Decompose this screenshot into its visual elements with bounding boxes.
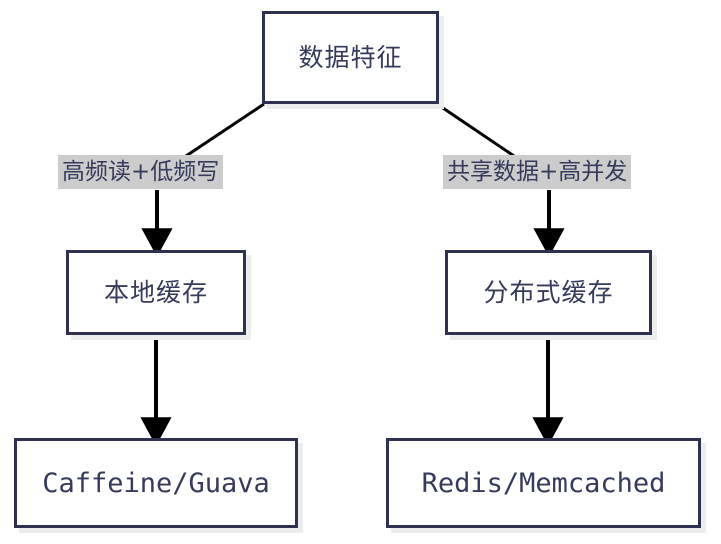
- node-data-characteristics[interactable]: 数据特征: [262, 11, 439, 104]
- node-label: 分布式缓存: [483, 278, 614, 307]
- node-label: Caffeine/Guava: [42, 467, 270, 499]
- node-label: Redis/Memcached: [421, 467, 666, 499]
- connector-root-to-right-label: [436, 102, 515, 158]
- node-local-cache[interactable]: 本地缓存: [66, 250, 246, 335]
- node-caffeine-guava[interactable]: Caffeine/Guava: [14, 438, 298, 528]
- node-distributed-cache[interactable]: 分布式缓存: [445, 250, 652, 335]
- edge-label-high-read-low-write: 高频读+低频写: [58, 155, 224, 189]
- edge-label-shared-data-high-concurrency: 共享数据+高并发: [443, 155, 632, 189]
- node-label: 数据特征: [298, 43, 403, 72]
- connector-root-to-left-label: [185, 102, 265, 158]
- node-label: 本地缓存: [103, 278, 208, 307]
- node-redis-memcached[interactable]: Redis/Memcached: [386, 438, 701, 528]
